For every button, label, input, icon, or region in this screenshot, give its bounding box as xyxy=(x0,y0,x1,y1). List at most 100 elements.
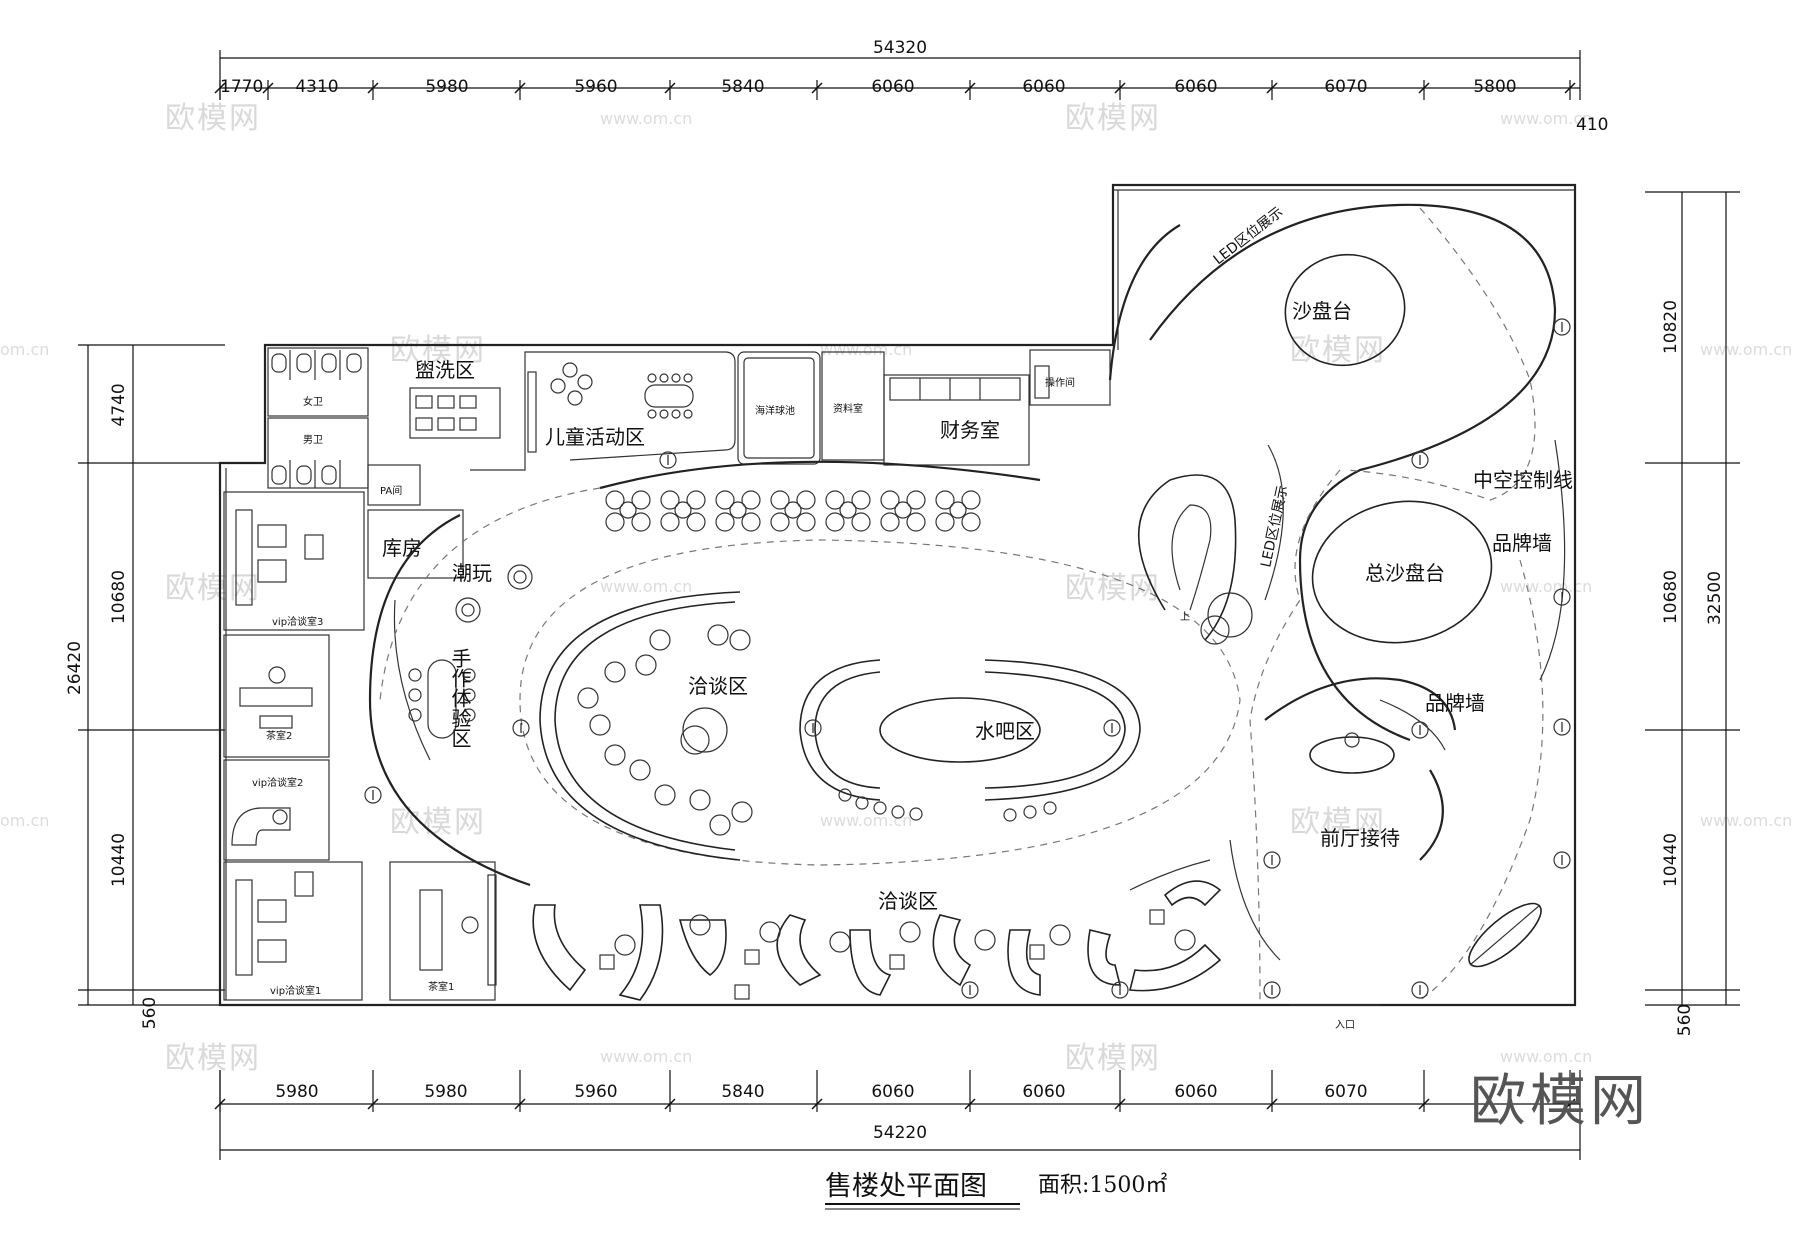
watermark-url: www.om.cn xyxy=(600,577,692,596)
area-label: 面积:1500㎡ xyxy=(1038,1172,1167,1198)
dim-slash xyxy=(811,82,823,94)
label-pa-room: PA间 xyxy=(380,484,402,497)
dim-top-8: 6060 xyxy=(1174,77,1217,97)
dim-bottom-7: 6060 xyxy=(1174,1082,1217,1102)
column xyxy=(364,786,382,804)
dim-bottom-1: 5980 xyxy=(275,1082,318,1102)
cafe-chair xyxy=(631,512,651,532)
dim-slash xyxy=(1564,1098,1576,1110)
label-washroom: 盥洗区 xyxy=(415,358,475,382)
ball-pool: 海洋球池 xyxy=(737,351,821,465)
cafe-table xyxy=(839,501,857,519)
watermark-url: www.om.cn xyxy=(600,109,692,128)
cafe-chair xyxy=(851,490,871,510)
label-total-sand-table: 总沙盘台 xyxy=(1365,561,1445,585)
cafe-chair xyxy=(825,490,845,510)
vip-room-1: vip洽谈室1 xyxy=(223,861,363,1001)
handcraft-area: 潮玩 手作体验区 xyxy=(408,561,533,748)
watermark-layer: 欧模网 www.om.cn 欧模网 www.om.cn 欧模网 www.om.c… xyxy=(0,101,1792,1076)
dim-left-extra: 560 xyxy=(140,997,160,1029)
hall-curves xyxy=(368,203,1566,1001)
dim-slash xyxy=(664,1098,676,1110)
cafe-chair xyxy=(770,490,790,510)
column xyxy=(1553,718,1571,736)
label-sand-table: 沙盘台 xyxy=(1292,299,1352,323)
watermark-logo: 欧模网 xyxy=(1290,805,1386,840)
watermark-logo: 欧模网 xyxy=(1065,101,1161,136)
dim-left-3: 10440 xyxy=(109,833,129,887)
dim-right-extra: 560 xyxy=(1675,1004,1695,1036)
label-water-bar: 水吧区 xyxy=(975,719,1035,743)
label-negotiation-bottom: 洽谈区 xyxy=(878,889,938,913)
cafe-table xyxy=(674,501,692,519)
cafe-chair xyxy=(741,512,761,532)
cafe-chair xyxy=(605,490,625,510)
dim-slash xyxy=(514,82,526,94)
column xyxy=(1263,851,1281,869)
dim-bottom-total: 54220 xyxy=(873,1123,927,1143)
dim-top-10: 5800 xyxy=(1473,77,1516,97)
watermark-logo: 欧模网 xyxy=(165,1041,261,1076)
watermark-logo: 欧模网 xyxy=(165,571,261,606)
cafe-chair xyxy=(686,512,706,532)
cafe-chair xyxy=(961,490,981,510)
dim-right-total: 32500 xyxy=(1705,571,1725,625)
cafe-chair xyxy=(796,490,816,510)
dim-slash xyxy=(367,82,379,94)
dim-top-4: 5960 xyxy=(574,77,617,97)
cafe-chair xyxy=(880,490,900,510)
dim-top-total: 54320 xyxy=(873,38,927,58)
watermark-url-short: om.cn xyxy=(0,811,49,830)
label-entrance: 入口 xyxy=(1335,1020,1355,1031)
dim-right-3: 10440 xyxy=(1661,833,1681,887)
dim-top-6: 6060 xyxy=(871,77,914,97)
label-operation: 操作间 xyxy=(1045,376,1075,389)
label-trendy: 潮玩 xyxy=(452,561,492,585)
watermark-logo: 欧模网 xyxy=(390,333,486,368)
entrance: 入口 xyxy=(1290,1004,1380,1031)
cafe-chair xyxy=(770,512,790,532)
dim-top-2: 4310 xyxy=(295,77,338,97)
watermark-url: www.om.cn xyxy=(1500,109,1592,128)
dim-right-2: 10680 xyxy=(1661,570,1681,624)
label-vip2: vip洽谈室2 xyxy=(252,776,303,789)
dim-slash xyxy=(214,82,226,94)
cafe-chair xyxy=(605,512,625,532)
dimension-left: 4740 10680 26420 10440 560 xyxy=(65,344,225,1029)
watermark-url: www.om.cn xyxy=(820,811,912,830)
cafe-chair xyxy=(715,512,735,532)
label-led-mid: LED区位展示 xyxy=(1258,484,1291,569)
watermark-logo: 欧模网 xyxy=(390,805,486,840)
dim-slash xyxy=(367,1098,379,1110)
cafe-chair xyxy=(961,512,981,532)
cafe-chair xyxy=(715,490,735,510)
label-tea2: 茶室2 xyxy=(266,729,292,742)
watermark-url: www.om.cn xyxy=(1700,811,1792,830)
column xyxy=(1111,981,1129,999)
cafe-table xyxy=(729,501,747,519)
kids-area: 儿童活动区 xyxy=(470,351,736,471)
dim-top-3: 5980 xyxy=(425,77,468,97)
dim-slash xyxy=(1418,1098,1430,1110)
cafe-chair xyxy=(880,512,900,532)
toilet-block: 女卫 男卫 xyxy=(267,347,369,489)
dim-top-5: 5840 xyxy=(721,77,764,97)
dim-slash xyxy=(1114,82,1126,94)
spiral-stair: 上 xyxy=(1137,474,1253,645)
cafe-chair xyxy=(825,512,845,532)
cafe-table xyxy=(619,501,637,519)
cafe-chair xyxy=(851,512,871,532)
dim-slash xyxy=(1266,1098,1278,1110)
building-outline xyxy=(218,183,1577,1007)
vip-room-2: vip洽谈室2 xyxy=(223,759,330,861)
dim-top-extra: 410 xyxy=(1576,115,1608,135)
dim-slash xyxy=(664,82,676,94)
dimension-top: 54320 1770 4310 5980 5960 5840 6060 6060… xyxy=(214,38,1608,135)
column xyxy=(1553,851,1571,869)
label-negotiation-center: 洽谈区 xyxy=(688,674,748,698)
dim-bottom-5: 6060 xyxy=(871,1082,914,1102)
watermark-logo: 欧模网 xyxy=(165,101,261,136)
operation-room: 操作间 xyxy=(1029,349,1111,406)
dim-left-2: 10680 xyxy=(109,570,129,624)
